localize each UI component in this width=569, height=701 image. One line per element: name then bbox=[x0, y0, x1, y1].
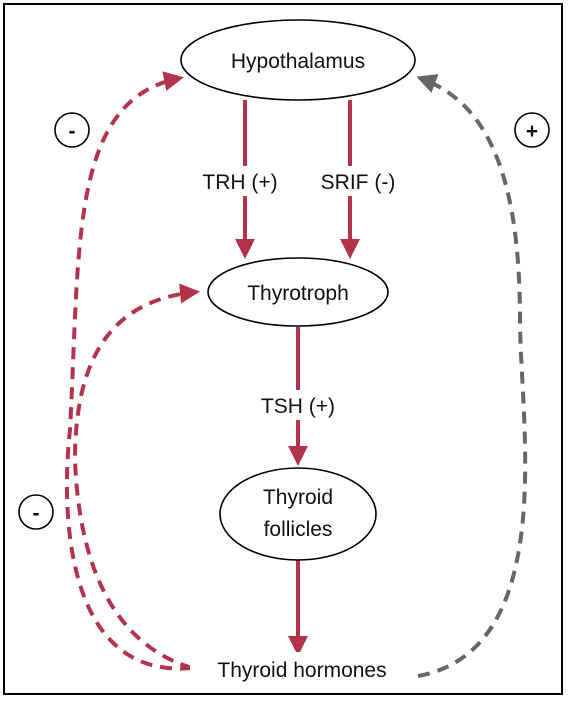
thyrotroph-negative-feedback-arrow bbox=[72, 283, 200, 670]
hypothalamus-positive-feedback-arrow bbox=[416, 74, 528, 678]
positive-sign-circle bbox=[514, 112, 550, 148]
thyroid-hormones-label: Thyroid hormones bbox=[217, 659, 386, 682]
negative-sign-top: - bbox=[69, 120, 76, 143]
thyroid-follicles-label-line1: Thyroid bbox=[263, 486, 333, 509]
tsh-label-backing bbox=[248, 390, 348, 420]
negative-sign-bottom: - bbox=[33, 502, 40, 525]
hypothalamus-negative-feedback-arrow bbox=[64, 71, 193, 671]
thyroid-hormones-backing bbox=[190, 652, 416, 684]
trh-label: TRH (+) bbox=[202, 171, 277, 194]
srif-label-backing bbox=[310, 166, 408, 196]
tsh-label: TSH (+) bbox=[261, 395, 335, 418]
hypothalamus-node bbox=[180, 19, 416, 101]
thyroid-follicles-node bbox=[219, 467, 377, 561]
negative-sign-circle-bottom bbox=[18, 494, 54, 530]
positive-sign: + bbox=[526, 120, 538, 143]
trh-label-backing bbox=[185, 166, 305, 196]
hypothalamus-label: Hypothalamus bbox=[231, 50, 365, 73]
srif-label: SRIF (-) bbox=[321, 171, 396, 194]
negative-sign-circle-top bbox=[54, 112, 90, 148]
thyrotroph-label: Thyrotroph bbox=[247, 282, 349, 305]
thyrotroph-node bbox=[207, 257, 389, 327]
thyroid-follicles-label-line2: follicles bbox=[264, 518, 333, 541]
